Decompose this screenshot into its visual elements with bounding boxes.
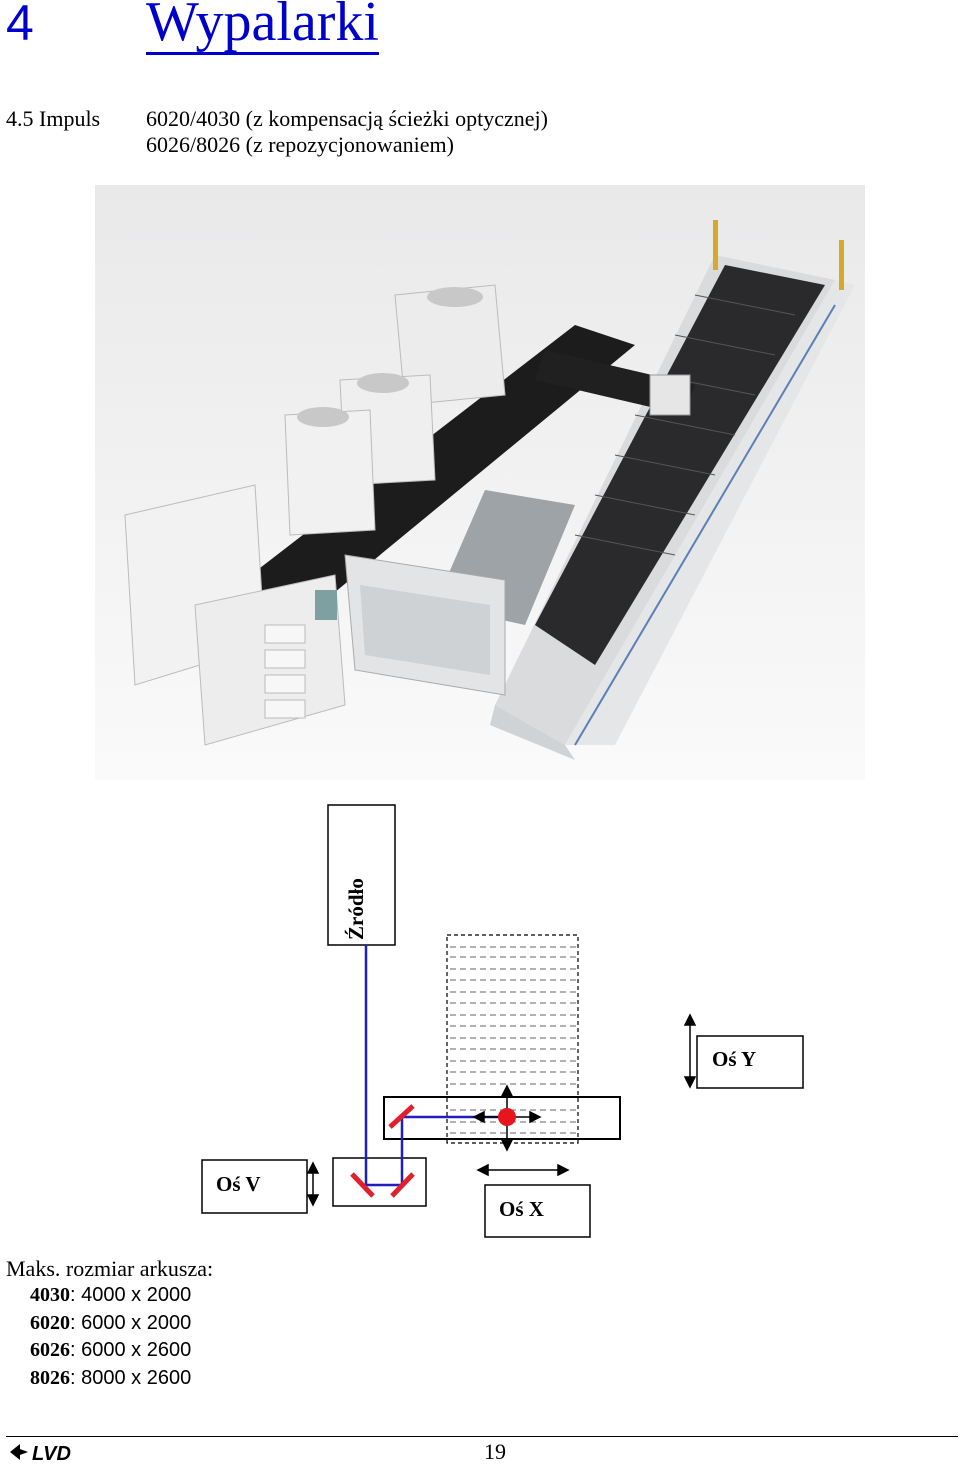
v-axis-label: Oś V bbox=[216, 1172, 261, 1196]
section-subtitle-line1: 6020/4030 (z kompensacją ścieżki optyczn… bbox=[146, 106, 548, 131]
cutting-head bbox=[498, 1108, 516, 1126]
x-axis-label-box bbox=[484, 1184, 591, 1238]
laser-source-box bbox=[327, 804, 396, 946]
spec-model: 8026 bbox=[30, 1366, 70, 1389]
y-axis-label: Oś Y bbox=[712, 1047, 756, 1071]
lvd-logo-text: LVD bbox=[32, 1443, 71, 1464]
spec-size: : 4000 x 2000 bbox=[70, 1284, 192, 1306]
x-axis-arrow bbox=[476, 1163, 570, 1177]
spec-item: 4030: 4000 x 2000 bbox=[30, 1282, 191, 1310]
chapter-number: 4 bbox=[6, 0, 34, 51]
cutting-bed bbox=[446, 934, 579, 1144]
bed-slats bbox=[450, 946, 576, 1134]
laser-machine-photo bbox=[95, 185, 865, 780]
source-label: Źródło bbox=[344, 878, 368, 940]
spec-size: : 6000 x 2000 bbox=[70, 1311, 192, 1334]
chapter-title: Wypalarki bbox=[146, 0, 379, 55]
mirror-gantry bbox=[388, 1104, 415, 1129]
spec-size: : 8000 x 2600 bbox=[70, 1366, 192, 1389]
page-number: 19 bbox=[484, 1439, 506, 1464]
max-sheet-size-heading: Maks. rozmiar arkusza: bbox=[6, 1256, 214, 1281]
v-axis-arrow bbox=[306, 1161, 320, 1207]
beam-path-diagram: Źródło bbox=[201, 804, 804, 1238]
y-axis-label-box bbox=[696, 1035, 804, 1089]
v-axis-box bbox=[332, 1157, 427, 1207]
footer-rule bbox=[6, 1436, 958, 1437]
spec-item: 6020: 6000 x 2000 bbox=[30, 1310, 191, 1338]
v-axis-label-box bbox=[201, 1159, 308, 1214]
section-number: 4.5 Impuls bbox=[6, 106, 101, 131]
section-subtitle-line2: 6026/8026 (z repozycjonowaniem) bbox=[146, 132, 454, 157]
x-axis-label: Oś X bbox=[499, 1197, 544, 1221]
spec-model: 6026 bbox=[30, 1339, 70, 1361]
mirror-v1 bbox=[350, 1172, 375, 1198]
y-axis-arrow bbox=[683, 1013, 697, 1089]
spec-model: 6020 bbox=[30, 1311, 70, 1334]
lvd-logo: LVD bbox=[10, 1443, 71, 1464]
gantry-box bbox=[383, 1096, 621, 1140]
max-sheet-size-list: 4030: 4000 x 2000 6020: 6000 x 2000 6026… bbox=[30, 1282, 191, 1392]
mirror-v2 bbox=[390, 1172, 415, 1198]
spec-size: : 6000 x 2600 bbox=[70, 1339, 192, 1361]
spec-model: 4030 bbox=[30, 1284, 70, 1306]
spec-item: 8026: 8000 x 2600 bbox=[30, 1365, 191, 1393]
spec-item: 6026: 6000 x 2600 bbox=[30, 1337, 191, 1365]
